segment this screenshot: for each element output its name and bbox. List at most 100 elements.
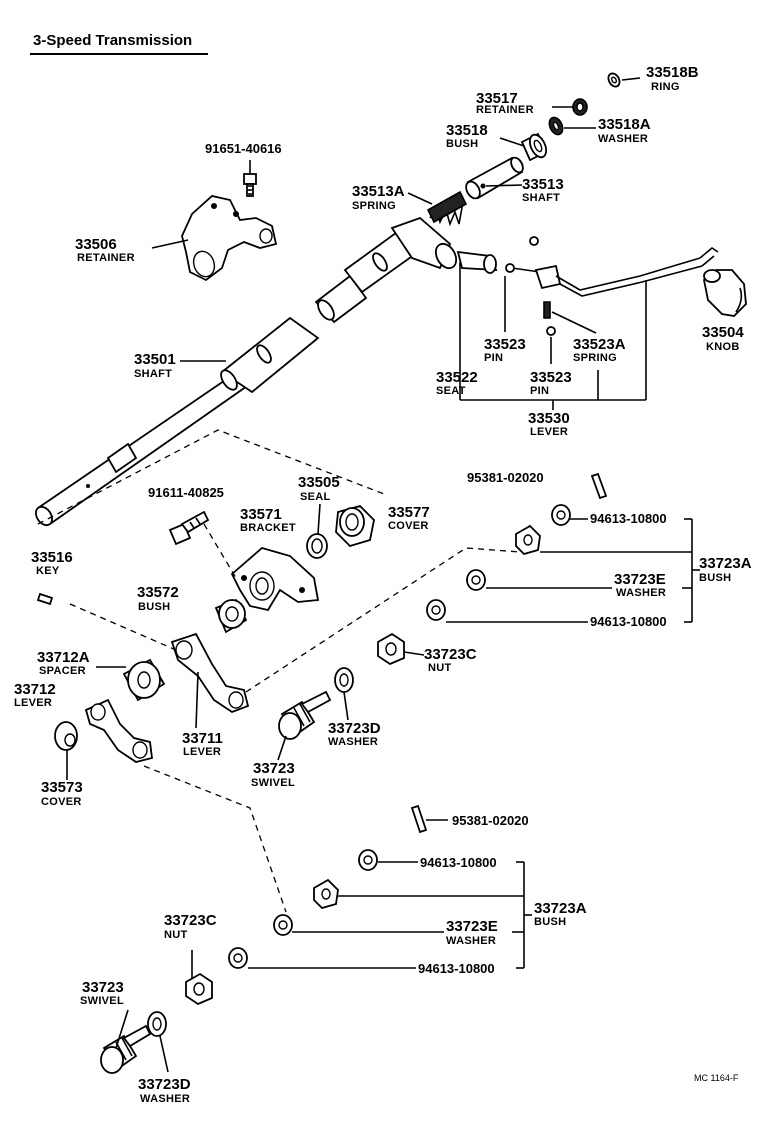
lever-33530-drawing xyxy=(456,247,719,297)
knob-33504-drawing xyxy=(703,269,747,317)
title-underline xyxy=(30,53,208,55)
assembly-dashed-lines xyxy=(37,429,521,913)
label-91651-number: 91651-40616 xyxy=(205,141,282,156)
pin-33523-top-drawing xyxy=(505,236,539,273)
label-33517-name: RETAINER xyxy=(476,104,534,116)
label-33518B-name: RING xyxy=(651,81,680,93)
bush-33723A-a-drawing xyxy=(515,524,541,556)
label-33577-name: COVER xyxy=(388,520,429,532)
label-33506-number: 33506 xyxy=(75,236,117,253)
label-33523-lower-name: PIN xyxy=(530,385,549,397)
label-33513-name: SHAFT xyxy=(522,192,560,204)
cotter-95381-bottom-drawing xyxy=(410,804,428,834)
label-33572-number: 33572 xyxy=(137,584,179,601)
bolt-91611-drawing xyxy=(168,510,210,546)
label-33523-top-name: PIN xyxy=(484,352,503,364)
label-33723-bottom-number: 33723 xyxy=(82,979,124,996)
nut-33723C-mid-drawing xyxy=(377,632,405,666)
label-33505-number: 33505 xyxy=(298,474,340,491)
label-33517-number: 33517 xyxy=(476,90,518,107)
label-33523-lower-number: 33523 xyxy=(530,369,572,386)
label-94613-d-number: 94613-10800 xyxy=(418,961,495,976)
label-33723C-bottom-number: 33723C xyxy=(164,912,217,929)
washer-94613-d-drawing xyxy=(228,947,248,969)
label-33522-number: 33522 xyxy=(436,369,478,386)
label-33723A-a-number: 33723A xyxy=(699,555,752,572)
label-33573-name: COVER xyxy=(41,796,82,808)
label-33518A-name: WASHER xyxy=(598,133,648,145)
label-33571-name: BRACKET xyxy=(240,522,296,534)
cotter-95381-top-drawing xyxy=(590,472,608,500)
label-33723E-a-number: 33723E xyxy=(614,571,666,588)
label-33723D-mid-name: WASHER xyxy=(328,736,378,748)
label-33518B-number: 33518B xyxy=(646,64,699,81)
label-33571-number: 33571 xyxy=(240,506,282,523)
label-33523A-number: 33523A xyxy=(573,336,626,353)
label-94613-b-number: 94613-10800 xyxy=(590,614,667,629)
washer-33518A-drawing xyxy=(548,116,564,136)
shaft-33501-drawing xyxy=(35,216,458,527)
label-33711-number: 33711 xyxy=(182,730,223,747)
label-91611-number: 91611-40825 xyxy=(148,485,224,500)
leader-lines xyxy=(66,77,700,1073)
label-33516-name: KEY xyxy=(36,565,60,577)
label-33723-mid-number: 33723 xyxy=(253,760,295,777)
label-33501-name: SHAFT xyxy=(134,368,172,380)
label-33712A-number: 33712A xyxy=(37,649,90,666)
label-33723-mid-name: SWIVEL xyxy=(251,777,295,789)
key-33516-drawing xyxy=(36,592,54,606)
cover-33573-drawing xyxy=(54,721,78,751)
spring-33513A-drawing xyxy=(426,190,468,227)
label-94613-a-number: 94613-10800 xyxy=(590,511,667,526)
label-33723A-b-number: 33723A xyxy=(534,900,587,917)
label-33518A-number: 33518A xyxy=(598,116,651,133)
label-33505-name: SEAL xyxy=(300,491,331,503)
washer-94613-b-drawing xyxy=(426,599,446,621)
label-33516-number: 33516 xyxy=(31,549,73,566)
label-33577-number: 33577 xyxy=(388,504,430,521)
label-33572-name: BUSH xyxy=(138,601,170,613)
label-33522-name: SEAT xyxy=(436,385,466,397)
retainer-33506-drawing xyxy=(181,195,278,282)
label-33501-number: 33501 xyxy=(134,351,176,368)
seal-33505-drawing xyxy=(306,533,328,559)
label-33723D-bottom-number: 33723D xyxy=(138,1076,191,1093)
label-33711-name: LEVER xyxy=(183,746,221,758)
swivel-33723-bottom-drawing xyxy=(100,1024,152,1074)
shaft-33513-drawing xyxy=(465,156,524,200)
label-33723E-b-name: WASHER xyxy=(446,935,496,947)
label-33712A-name: SPACER xyxy=(39,665,86,677)
pin-33523-lower-drawing xyxy=(546,326,556,336)
label-33712-name: LEVER xyxy=(14,697,52,709)
washer-33723E-b-drawing xyxy=(273,914,293,936)
label-33723C-mid-number: 33723C xyxy=(424,646,477,663)
diagram-code: MC 1164-F xyxy=(694,1073,739,1083)
bracket-33571-drawing xyxy=(230,547,320,612)
label-95381-bottom-number: 95381-02020 xyxy=(452,813,529,828)
washer-33723D-bottom-drawing xyxy=(147,1011,167,1037)
cover-33577-drawing xyxy=(335,504,375,548)
label-33573-number: 33573 xyxy=(41,779,83,796)
label-33513A-number: 33513A xyxy=(352,183,405,200)
bush-33723A-b-drawing xyxy=(313,878,339,910)
label-33523A-name: SPRING xyxy=(573,352,617,364)
label-33530-number: 33530 xyxy=(528,410,570,427)
washer-33723D-mid-drawing xyxy=(334,667,354,693)
bolt-91651-drawing xyxy=(243,173,257,197)
label-33513A-name: SPRING xyxy=(352,200,396,212)
label-33723D-mid-number: 33723D xyxy=(328,720,381,737)
nut-33723C-bottom-drawing xyxy=(185,972,213,1006)
retainer-33517-drawing xyxy=(572,98,588,116)
label-33723-bottom-name: SWIVEL xyxy=(80,995,124,1007)
label-33723C-mid-name: NUT xyxy=(428,662,452,674)
label-33723C-bottom-name: NUT xyxy=(164,929,188,941)
swivel-33723-mid-drawing xyxy=(278,690,332,740)
spacer-33712A-drawing xyxy=(122,658,166,702)
label-33513-number: 33513 xyxy=(522,176,564,193)
washer-94613-c-drawing xyxy=(358,849,378,871)
label-95381-top-number: 95381-02020 xyxy=(467,470,544,485)
label-33723E-b-number: 33723E xyxy=(446,918,498,935)
label-33723A-b-name: BUSH xyxy=(534,916,566,928)
label-33518-name: BUSH xyxy=(446,138,478,150)
